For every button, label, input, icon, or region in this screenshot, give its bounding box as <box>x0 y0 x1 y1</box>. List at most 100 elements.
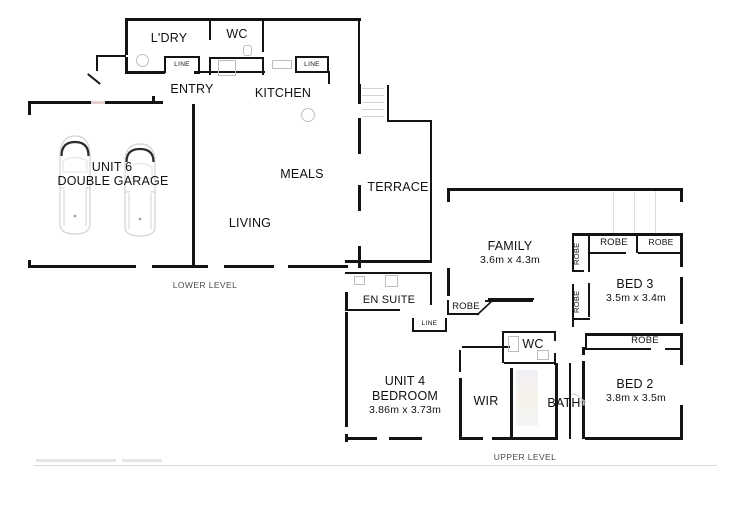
wall-ensuite-right <box>430 272 432 305</box>
wall-wc-mid-bottom <box>504 362 556 364</box>
wall-bath-bottom <box>513 437 558 440</box>
wall-robe-family-top <box>488 298 534 300</box>
wall-wc-mid-right-lower <box>554 353 556 365</box>
wall-robe-bed2-bottom <box>587 348 651 350</box>
wall-ldry-left <box>125 18 128 55</box>
wall-robe-ensuite-top <box>485 300 533 302</box>
line-cupboard-ldry-label: LINE <box>174 61 190 68</box>
robe-bed3-top-label: ROBE <box>600 237 628 248</box>
wall-ldry-left-lower <box>125 57 128 73</box>
wall-ldry-bottom <box>125 71 165 74</box>
wall-terrace-bottom <box>345 260 432 263</box>
stair-tread-3 <box>362 102 384 103</box>
wall-porch-left-stub <box>28 101 31 115</box>
wall-lower-bottom-4 <box>288 265 348 268</box>
wall-ldry-right <box>209 18 211 40</box>
scan-artifact-line-bottom <box>34 465 717 466</box>
wall-robe-bed3-top-divider <box>588 252 626 254</box>
wall-porch-horizontal-2 <box>105 101 163 104</box>
wall-wir-top <box>462 346 510 348</box>
wall-lower-bottom-3 <box>224 265 274 268</box>
room-label-wir: WIR <box>473 394 499 408</box>
kitchen-bench-fixture <box>272 60 292 69</box>
wall-lower-bottom-1 <box>28 265 136 268</box>
stair-riser-2 <box>634 191 635 233</box>
wall-entry-path-slope <box>87 73 101 85</box>
room-label-living: LIVING <box>228 216 272 230</box>
line-cupboard-ldry <box>164 56 200 73</box>
wall-wc-mid-right <box>554 331 556 341</box>
wall-robe-ensuite-bottom <box>447 313 479 315</box>
wall-wc-left-lower <box>209 57 211 75</box>
wall-top-main <box>125 18 361 21</box>
scan-artifact-text-smudge-2 <box>122 459 162 462</box>
wall-meals-right-bottom <box>358 246 361 268</box>
robe-bed3-vertical-label-2: ROBE <box>572 290 581 314</box>
wall-family-left-lower <box>447 268 450 296</box>
wall-bed2-left <box>585 333 587 350</box>
wall-robe-v-cap-2 <box>572 318 590 320</box>
wall-terrace-top <box>387 120 432 122</box>
room-label-entry: ENTRY <box>170 82 214 96</box>
wc-mid-basin-fixture <box>537 350 549 360</box>
stair-tread-2 <box>362 95 384 96</box>
stair-tread-1 <box>362 88 384 89</box>
robe-ensuite-door-swing-icon <box>476 299 494 316</box>
line-cupboard-ensuite <box>412 318 447 332</box>
wall-kitchen-divider <box>199 71 265 73</box>
wall-ensuite-left-stub <box>345 292 348 310</box>
robe-bed2-label: ROBE <box>631 335 659 346</box>
wall-wc-top-right <box>262 18 264 52</box>
wall-top-right-extension <box>358 18 360 104</box>
room-label-garage-unit: UNIT 6 <box>91 160 133 174</box>
room-label-family: FAMILY <box>487 239 533 253</box>
level-label-lower: LOWER LEVEL <box>172 280 238 290</box>
wall-family-top <box>447 188 683 191</box>
wall-wc-mid-top <box>502 331 554 333</box>
room-label-garage: DOUBLE GARAGE <box>57 174 169 188</box>
wall-porch-threshold <box>91 101 105 104</box>
room-label-bath: BATH <box>547 396 581 410</box>
wall-porch-horizontal <box>28 101 91 104</box>
wall-bed2-top <box>585 333 683 336</box>
wall-wir-bottom-2 <box>492 437 512 440</box>
robe-bed3-vertical-label-1: ROBE <box>572 242 581 266</box>
wall-family-left-stub <box>447 188 450 202</box>
stair-tread-4 <box>362 109 384 110</box>
line-cupboard-ensuite-label: LINE <box>421 320 438 327</box>
wall-bed2-left-door-stub <box>582 347 585 355</box>
wall-entry-path-vertical <box>96 55 98 71</box>
wall-ensuite-bottom <box>345 309 400 311</box>
wall-robe-ensuite-left <box>447 300 449 314</box>
wall-lower-bottom-2 <box>152 265 208 268</box>
wall-wir-bottom <box>459 437 483 440</box>
wall-robe-v-cap-1 <box>572 270 584 272</box>
wall-bed2-bottom <box>585 437 683 440</box>
room-label-bedroom4: BEDROOM <box>372 389 438 403</box>
wall-meals-right-upper <box>358 84 361 104</box>
room-label-ensuite: EN SUITE <box>362 294 416 306</box>
wall-robe-v-outer-left <box>572 233 574 271</box>
wall-entry-right-stub <box>152 96 155 104</box>
wall-bedroom4-bottom-3 <box>389 437 422 440</box>
wall-bed3-right-lower <box>680 277 683 324</box>
wall-kitchen-left-return <box>262 57 264 75</box>
wall-meals-right-mid <box>358 118 361 154</box>
wall-bed3-left-lower <box>588 283 590 317</box>
wall-family-right-stub <box>680 188 683 202</box>
kitchen-island-fixture <box>301 108 315 122</box>
level-label-upper: UPPER LEVEL <box>493 452 557 462</box>
ensuite-shower-fixture <box>385 275 398 287</box>
wall-entry-living-divider <box>192 104 195 266</box>
wall-bed3-bottom <box>572 317 574 327</box>
wall-terrace-left-upper <box>387 85 389 122</box>
scan-artifact-text-smudge <box>36 459 116 462</box>
room-label-kitchen: KITCHEN <box>254 86 312 100</box>
line-cupboard-kitchen <box>295 56 329 73</box>
wall-bed2-right-lower <box>680 405 683 439</box>
robe-bed3-right-label: ROBE <box>648 237 674 247</box>
wall-bedroom4-right <box>459 378 462 438</box>
wall-bedroom4-bottom-2 <box>345 437 377 440</box>
wall-ldry-bottom-2 <box>194 71 200 74</box>
room-dimensions-bed3: 3.5m x 3.4m <box>606 292 666 304</box>
